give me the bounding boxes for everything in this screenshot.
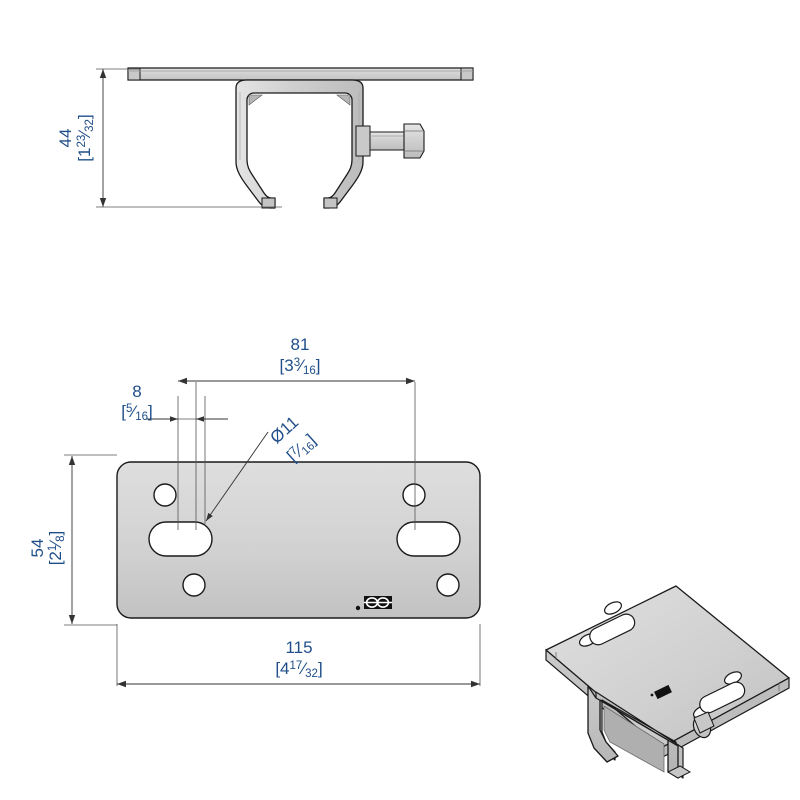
- round-hole-top-left: [153, 483, 177, 507]
- iso-plate-top-face: [545, 585, 790, 749]
- dim-81-bracket-open: [: [280, 356, 285, 375]
- bolt-hex-head: [403, 123, 425, 159]
- iso-oblong-slot-left: [589, 613, 636, 646]
- iso-projection-symbol: [650, 684, 672, 700]
- clamp-left-foot: [261, 197, 276, 209]
- iso-hex-bolt: [692, 711, 715, 739]
- dim-44-bracket-open: [: [75, 157, 94, 162]
- bolt-shank: [369, 131, 405, 151]
- dim-54-metric: 54: [28, 539, 47, 558]
- dim-54-numerator: 1: [47, 545, 59, 551]
- clamp-right-foot: [323, 197, 338, 209]
- clamp-corner-shade-left: [248, 94, 263, 106]
- dim-8-imperial: [5⁄16]: [121, 402, 153, 423]
- iso-clamp-front: [587, 685, 679, 779]
- first-angle-projection-symbol: [355, 596, 392, 611]
- dimension-height-44: 44 [123⁄32]: [56, 69, 107, 207]
- dim-54-bracket-open: [: [46, 560, 65, 565]
- top-bar-right-end: [460, 67, 474, 81]
- top-bar-body: [127, 67, 474, 81]
- iso-projection-symbol-box: [654, 684, 672, 700]
- iso-clamp-right-foot: [666, 765, 692, 779]
- dim-44-bracket-close: ]: [75, 114, 94, 119]
- dim-54-whole: 2: [46, 551, 65, 560]
- round-hole-bottom-left: [182, 573, 206, 597]
- dim-44-whole: 1: [75, 147, 94, 156]
- dim-8-numerator: 5: [126, 403, 132, 415]
- dimension-width-81: 81 [33⁄16]: [178, 335, 415, 385]
- front-view-top-bar: [127, 67, 474, 81]
- dimension-height-54: 54 [21⁄8]: [28, 456, 76, 624]
- isometric-view: [545, 585, 790, 779]
- dim-d11-metric: Ø11: [266, 413, 302, 448]
- dim-54-imperial: [21⁄8]: [46, 531, 67, 566]
- dim-115-denominator: 32: [305, 668, 318, 680]
- front-view-clamp-body: [235, 79, 364, 209]
- iso-projection-symbol-dot: [650, 693, 654, 697]
- leader-line-diameter-11: [205, 431, 269, 522]
- dim-44-denominator: 32: [84, 119, 96, 132]
- iso-clamp-inner-channel: [603, 705, 665, 773]
- dim-44-metric: 44: [56, 129, 75, 148]
- dimension-width-115: 115 [417⁄32]: [117, 638, 480, 688]
- dim-81-denominator: 16: [303, 365, 316, 377]
- dim-54-denominator: 8: [55, 535, 67, 541]
- dim-81-imperial: [33⁄16]: [280, 356, 321, 377]
- dim-115-whole: 4: [280, 659, 289, 678]
- iso-slot-right-shape: [699, 681, 746, 714]
- dim-44-numerator: 23: [76, 135, 88, 148]
- dim-115-metric: 115: [285, 638, 312, 657]
- dim-81-metric: 81: [291, 335, 310, 354]
- hex-head-bolt: [355, 123, 425, 159]
- dim-8-metric: 8: [132, 382, 141, 401]
- bolt-boss: [355, 125, 371, 157]
- dim-115-bracket-open: [: [275, 659, 280, 678]
- dim-81-numerator: 3: [294, 357, 300, 369]
- round-hole-bottom-right: [436, 573, 460, 597]
- dim-81-whole: 3: [284, 356, 293, 375]
- clamp-corner-shade-right: [336, 94, 351, 106]
- plan-plate-view: 81 [33⁄16] 8 [5⁄16] 54: [28, 335, 481, 688]
- iso-bolt-shank: [693, 711, 715, 734]
- dim-8-slash: ⁄: [128, 402, 138, 421]
- dim-54-bracket-close: ]: [46, 531, 65, 536]
- plate-outline: [116, 461, 481, 619]
- dim-8-denominator: 16: [135, 411, 148, 423]
- iso-oblong-slot-right: [699, 681, 746, 714]
- dim-115-imperial: [417⁄32]: [275, 659, 322, 680]
- dim-8-bracket-open: [: [121, 402, 126, 421]
- oblong-slot-right: [396, 521, 461, 557]
- projection-symbol-dot: [355, 605, 361, 611]
- dim-8-bracket-close: ]: [148, 402, 153, 421]
- top-bar-left-end: [127, 67, 141, 81]
- round-hole-top-right: [402, 483, 426, 507]
- dim-115-numerator: 17: [290, 660, 303, 672]
- dim-81-slash: ⁄: [296, 356, 306, 375]
- iso-round-hole-1: [603, 601, 623, 615]
- dim-54-slash: ⁄: [46, 539, 65, 549]
- iso-slot-left-shape: [589, 613, 636, 646]
- oblong-slot-left: [148, 521, 213, 557]
- dim-81-bracket-close: ]: [316, 356, 321, 375]
- front-elevation-view: 44 [123⁄32]: [56, 67, 474, 209]
- dimension-offset-8: 8 [5⁄16]: [121, 382, 228, 423]
- dim-44-imperial: [123⁄32]: [75, 114, 96, 161]
- dim-44-slash: ⁄: [75, 129, 94, 139]
- dim-115-bracket-close: ]: [318, 659, 323, 678]
- dim-115-slash: ⁄: [298, 659, 308, 678]
